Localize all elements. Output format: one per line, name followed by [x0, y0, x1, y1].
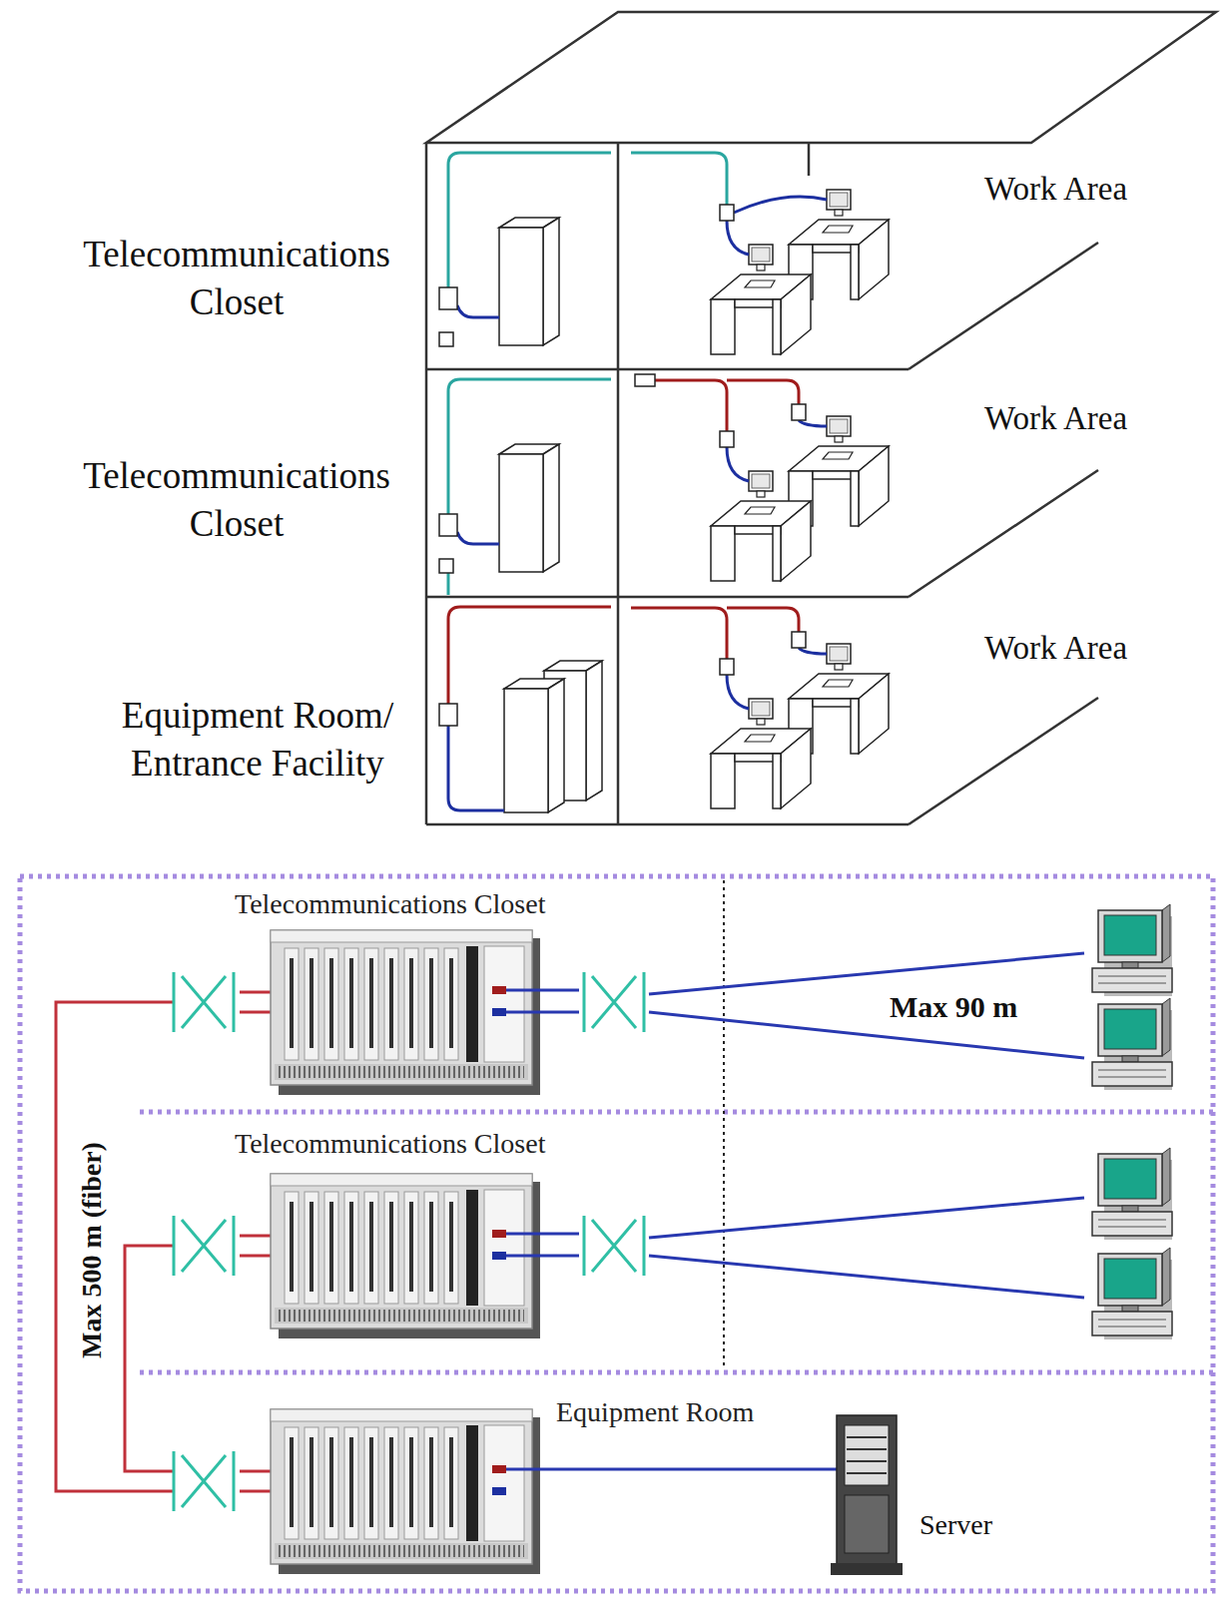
equipment-rack — [270, 930, 541, 1575]
label-holder: Work Area — [984, 167, 1128, 211]
cable-riser — [448, 152, 612, 811]
region-band: Equipment Room — [17, 1372, 1216, 1594]
area-label: Work Area — [984, 397, 1128, 441]
distance-label: Max 90 m — [886, 987, 1021, 1027]
region-outline — [19, 876, 1214, 1592]
device-label: Server — [919, 1507, 993, 1544]
label-holder: Telecommunications Closet — [61, 230, 412, 327]
label-holder: Max 500 m (fiber) — [73, 1142, 111, 1359]
closet-rack — [499, 217, 603, 813]
wall-outlet — [634, 204, 806, 675]
label-holder: Work Area — [984, 397, 1128, 441]
room-label: Telecommunications Closet — [61, 230, 412, 327]
label-holder: Telecommunications Closet — [61, 452, 412, 549]
patch-panel — [439, 287, 458, 726]
fiber-backbone — [55, 992, 290, 1492]
label-holder: Max 90 m — [886, 987, 1021, 1027]
room-label: Equipment Room/ Entrance Facility — [107, 691, 408, 788]
region-band: Telecommunications Closet — [17, 1112, 1216, 1373]
area-label: Work Area — [984, 167, 1128, 211]
label-holder: Work Area — [984, 626, 1128, 670]
desk — [710, 189, 889, 809]
workstation — [1092, 904, 1173, 1340]
region-heading: Telecommunications Closet — [234, 1128, 546, 1161]
region-band: Telecommunications Closet — [17, 874, 1216, 1113]
label-holder: Equipment Room/ Entrance Facility — [107, 691, 408, 788]
region-heading: Equipment Room — [556, 1396, 754, 1429]
room-label: Telecommunications Closet — [61, 452, 412, 549]
region-heading: Telecommunications Closet — [234, 888, 546, 921]
cross-connect — [173, 972, 644, 1512]
server-tower — [830, 1415, 903, 1576]
copper-cable — [506, 953, 1085, 1470]
zone-divider — [722, 880, 725, 1370]
horizontal-cable — [630, 152, 827, 709]
area-label: Work Area — [984, 626, 1128, 670]
distance-label: Max 500 m (fiber) — [73, 1142, 110, 1359]
building-outline — [426, 11, 1217, 825]
label-holder: Server — [919, 1507, 993, 1544]
